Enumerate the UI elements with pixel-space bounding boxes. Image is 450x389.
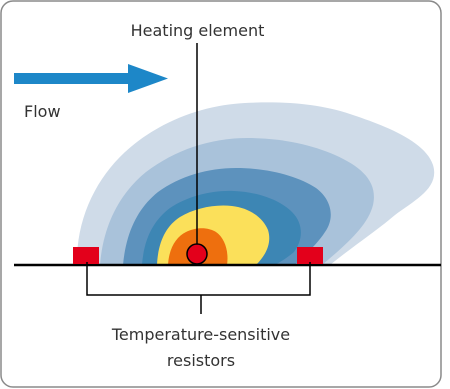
flow-arrow-icon bbox=[14, 64, 168, 93]
resistors-label-line2: resistors bbox=[166, 351, 236, 370]
resistor-bracket bbox=[86, 262, 311, 314]
heating-element-icon bbox=[186, 243, 208, 265]
resistors-label: Temperature-sensitive resistors bbox=[0, 322, 402, 374]
resistor-left-icon bbox=[73, 247, 99, 264]
flow-label: Flow bbox=[24, 102, 61, 121]
heating-element-label: Heating element bbox=[130, 21, 265, 40]
resistors-label-line1: Temperature-sensitive bbox=[111, 325, 291, 344]
resistor-right-icon bbox=[297, 247, 323, 264]
